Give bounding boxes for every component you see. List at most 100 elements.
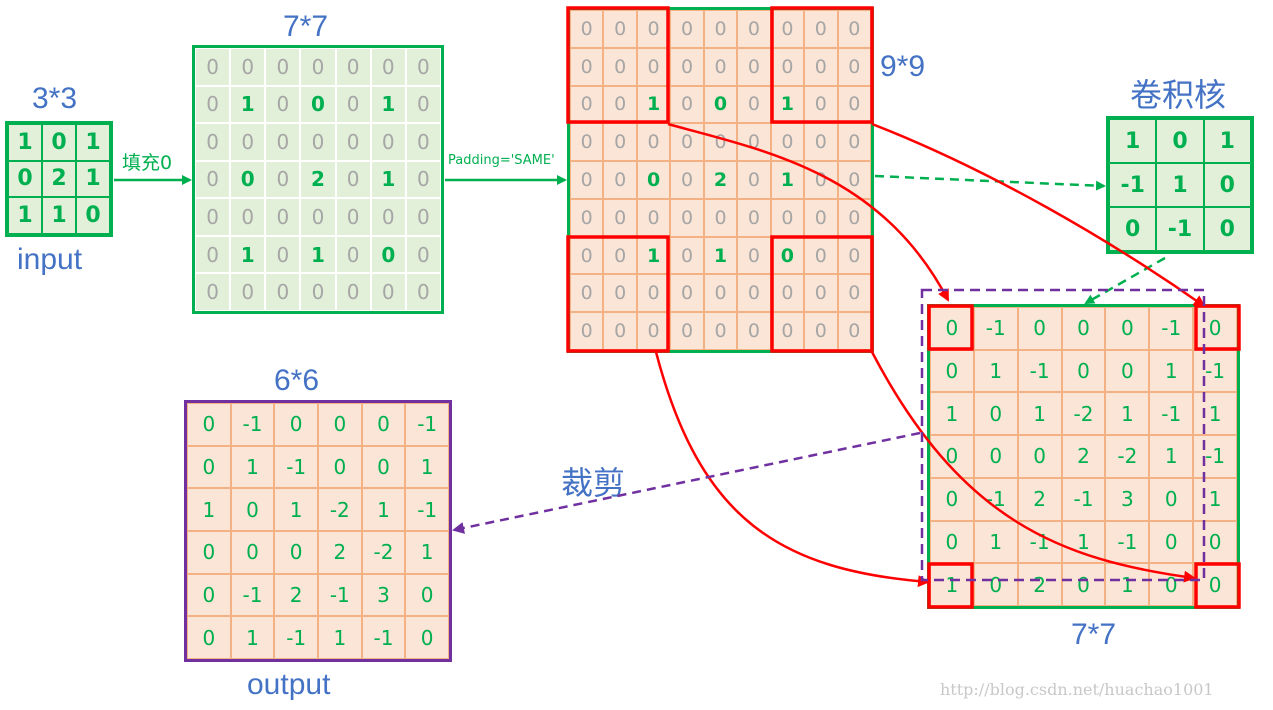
matrix-cell: -1 <box>1017 520 1062 564</box>
matrix-cell: 0 <box>570 274 604 313</box>
padding-arg-label: Padding='SAME' <box>448 153 555 168</box>
matrix-cell: 0 <box>570 47 604 86</box>
matrix-cell: 0 <box>370 273 406 311</box>
matrix-cell: 2 <box>274 573 318 617</box>
matrix-cell: 0 <box>300 198 336 236</box>
matrix-cell: -1 <box>1193 435 1237 478</box>
matrix-cell: 0 <box>195 198 231 236</box>
matrix-cell: 1 <box>76 160 110 198</box>
matrix-cell: 0 <box>670 123 704 162</box>
matrix-cell: -1 <box>274 616 318 659</box>
matrix-cell: 0 <box>670 274 704 313</box>
matrix-cell: -1 <box>361 616 406 659</box>
matrix-cell: 1 <box>405 445 449 489</box>
matrix-cell: 0 <box>1156 119 1204 163</box>
matrix-cell: 0 <box>737 47 771 86</box>
matrix-cell: 0 <box>770 123 805 162</box>
matrix-cell: 0 <box>737 312 771 350</box>
matrix-cell: 0 <box>570 10 604 48</box>
matrix-cell: 0 <box>804 10 838 48</box>
matrix-cell: 1 <box>8 124 42 161</box>
matrix-cell: 0 <box>837 85 871 124</box>
matrix-cell: 0 <box>1017 307 1062 350</box>
matrix-cell: 0 <box>636 274 671 313</box>
matrix-cell: -1 <box>405 403 449 446</box>
matrix-cell: 0 <box>930 477 974 521</box>
matrix-cell: 0 <box>804 47 838 86</box>
matrix-cell: -1 <box>1017 349 1062 393</box>
matrix-cell: 0 <box>195 273 231 311</box>
matrix-cell: 1 <box>42 197 76 234</box>
matrix-cell: 0 <box>804 274 838 313</box>
matrix-cell: 0 <box>703 10 738 48</box>
matrix-cell: -1 <box>1156 207 1204 251</box>
matrix-cell: 0 <box>770 312 805 350</box>
matrix-cell: 0 <box>837 198 871 237</box>
matrix-cell: 0 <box>405 273 441 311</box>
matrix-cell: 0 <box>636 47 671 86</box>
matrix-cell: 1 <box>405 531 449 574</box>
matrix-cell: 0 <box>370 235 406 274</box>
matrix-cell: 0 <box>770 10 805 48</box>
matrix-cell: 0 <box>230 123 266 161</box>
matrix-cell: -1 <box>973 477 1018 521</box>
matrix-cell: 1 <box>1156 163 1204 207</box>
matrix-cell: 0 <box>265 198 301 236</box>
matrix-cell: 0 <box>361 445 406 489</box>
matrix-cell: -2 <box>1061 392 1106 436</box>
matrix-cell: 0 <box>1061 349 1106 393</box>
matrix-cell: 0 <box>837 236 871 275</box>
matrix-cell: 0 <box>335 160 371 199</box>
matrix-cell: 0 <box>187 403 231 446</box>
input-size-label: 3*3 <box>32 82 78 115</box>
output-size-label: 6*6 <box>274 364 320 397</box>
matrix-cell: 0 <box>804 123 838 162</box>
matrix-cell: 1 <box>1193 392 1237 436</box>
matrix-cell: 1 <box>8 197 42 234</box>
matrix-cell: 1 <box>636 236 671 275</box>
matrix-cell: 0 <box>670 236 704 275</box>
matrix-cell: 2 <box>703 161 738 199</box>
matrix-cell: 0 <box>265 273 301 311</box>
matrix-cell: 0 <box>405 616 449 659</box>
matrix-cell: 0 <box>603 312 637 350</box>
matrix-cell: 0 <box>770 198 805 237</box>
matrix-cell: 0 <box>973 563 1018 606</box>
matrix-cell: 0 <box>335 273 371 311</box>
matrix-cell: 0 <box>230 531 275 574</box>
matrix-cell: 0 <box>370 198 406 236</box>
output-name-label: output <box>247 668 331 701</box>
matrix-cell: 0 <box>737 161 771 199</box>
matrix-cell: -1 <box>1105 520 1150 564</box>
matrix-cell: 1 <box>1149 349 1194 393</box>
crop-arrow <box>452 431 921 534</box>
matrix-cell: 0 <box>335 85 371 124</box>
matrix-cell: 0 <box>265 48 301 86</box>
matrix-cell: 2 <box>1017 563 1062 606</box>
matrix-cell: 0 <box>405 123 441 161</box>
matrix-cell: 0 <box>1105 307 1150 350</box>
matrix-cell: -1 <box>1109 163 1157 207</box>
matrix-cell: 1 <box>770 161 805 199</box>
matrix-cell: 0 <box>636 123 671 162</box>
matrix-cell: 1 <box>274 488 318 531</box>
matrix-cell: 2 <box>318 531 362 574</box>
matrix-cell: 0 <box>1017 435 1062 478</box>
matrix-cell: 1 <box>1105 563 1150 606</box>
matrix-cell: 1 <box>973 520 1018 564</box>
matrix-cell: 1 <box>300 235 336 274</box>
matrix-cell: 3 <box>1105 477 1150 521</box>
matrix-cell: 0 <box>930 307 974 350</box>
matrix-cell: 0 <box>300 123 336 161</box>
matrix-cell: -2 <box>361 531 406 574</box>
matrix-cell: 0 <box>1149 563 1194 606</box>
matrix-cell: 0 <box>1193 307 1237 350</box>
matrix-cell: 1 <box>1017 392 1062 436</box>
matrix-cell: 0 <box>737 198 771 237</box>
matrix-cell: 0 <box>703 85 738 124</box>
matrix-cell: 0 <box>837 274 871 313</box>
matrix-cell: -1 <box>1061 477 1106 521</box>
